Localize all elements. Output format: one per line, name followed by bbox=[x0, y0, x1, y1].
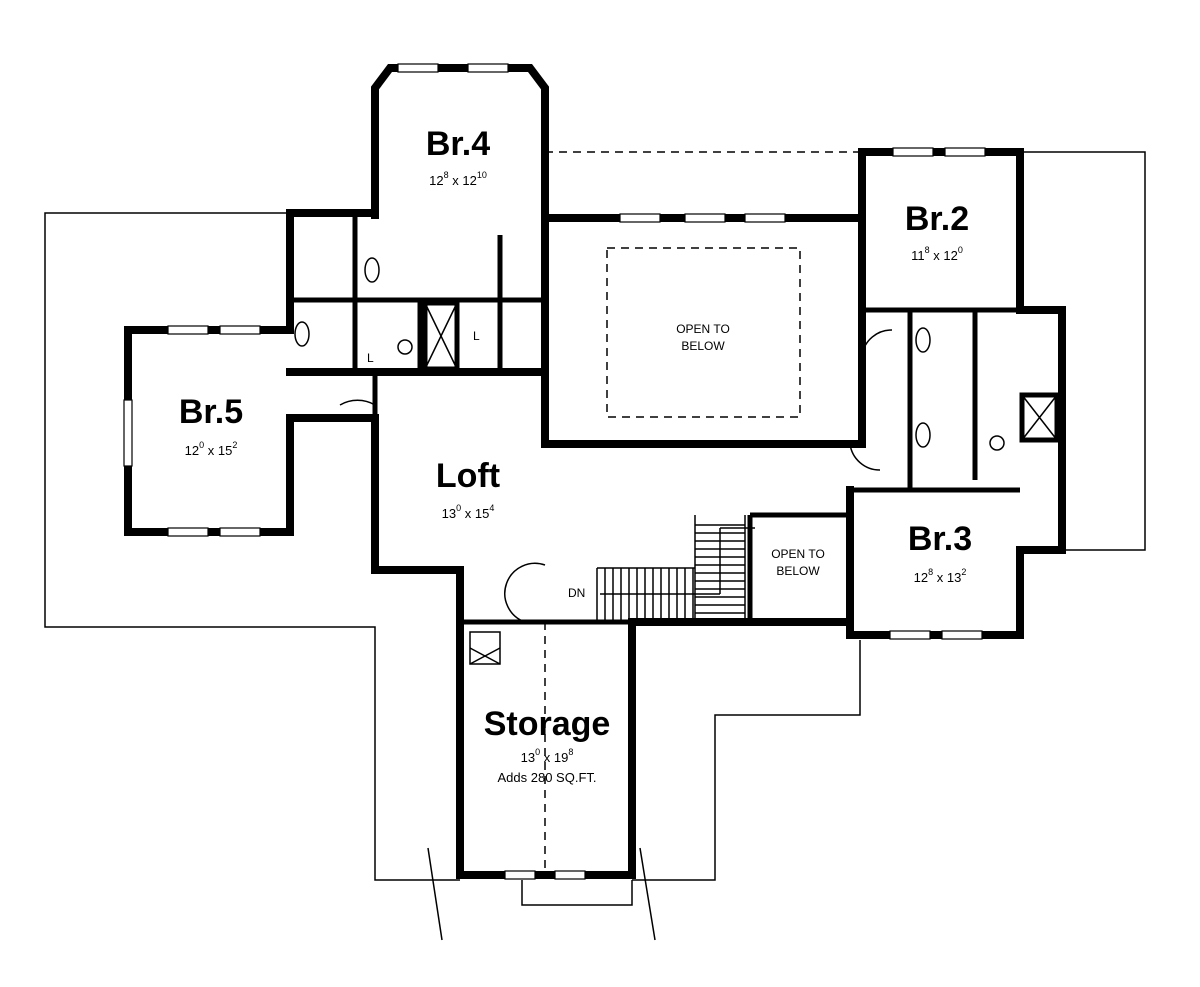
open-to-below-stair-label: OPEN TO bbox=[771, 547, 825, 561]
room-name-br4: Br.4 bbox=[426, 125, 490, 163]
open-to-below-label: BELOW bbox=[681, 339, 725, 353]
open-to-below-label: OPEN TO bbox=[676, 322, 730, 336]
windows bbox=[123, 63, 986, 880]
stair-down-label: DN bbox=[568, 586, 585, 600]
open-to-below-stair-label: BELOW bbox=[776, 564, 820, 578]
room-dim-br5: 120 x 152 bbox=[185, 440, 238, 458]
room-dim-br4: 128 x 1210 bbox=[429, 170, 487, 188]
room-dim-br3: 128 x 132 bbox=[914, 567, 967, 585]
room-name-br5: Br.5 bbox=[179, 393, 243, 431]
interior-walls bbox=[290, 213, 1060, 875]
storage-note: Adds 280 SQ.FT. bbox=[498, 770, 597, 785]
laundry-label: L bbox=[367, 351, 374, 365]
exterior-walls bbox=[124, 64, 1066, 879]
room-dim-br2: 118 x 120 bbox=[911, 245, 963, 263]
room-name-storage: Storage bbox=[484, 705, 611, 743]
stairs bbox=[596, 515, 755, 620]
roof-outline bbox=[44, 151, 1146, 941]
laundry-label: L bbox=[473, 329, 480, 343]
room-name-br2: Br.2 bbox=[905, 200, 969, 238]
room-name-br3: Br.3 bbox=[908, 520, 972, 558]
room-name-loft: Loft bbox=[436, 457, 500, 495]
room-dim-storage: 130 x 198 bbox=[521, 747, 574, 765]
room-dim-loft: 130 x 154 bbox=[442, 503, 495, 521]
